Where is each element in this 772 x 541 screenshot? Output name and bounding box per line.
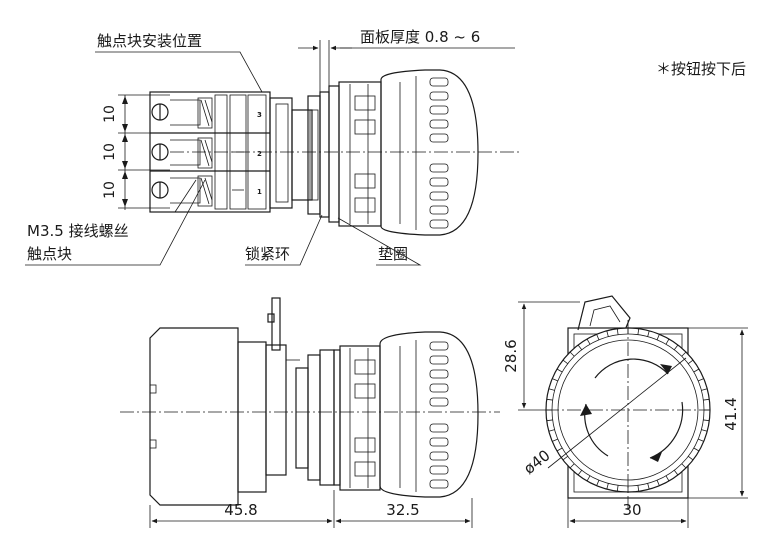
head-tick bbox=[569, 463, 575, 469]
head-tick bbox=[562, 359, 568, 365]
head-tick bbox=[681, 351, 687, 357]
head-tick bbox=[688, 359, 694, 365]
dim-depth-front: 32.5 bbox=[386, 501, 419, 519]
head-tick bbox=[656, 334, 660, 340]
rotate-arrow-icon bbox=[650, 452, 662, 462]
head-tick bbox=[665, 475, 670, 482]
head-tick bbox=[562, 455, 568, 461]
head-tick bbox=[637, 485, 640, 492]
pitch-label-2: 10 bbox=[102, 143, 118, 161]
label-press-note: ＊按钮按下后 bbox=[656, 60, 746, 78]
head-tick bbox=[647, 483, 650, 490]
head-tick bbox=[616, 485, 619, 492]
head-tick bbox=[656, 480, 660, 486]
label-washer: 垫圈 bbox=[378, 245, 408, 263]
head-tick bbox=[586, 475, 591, 482]
head-tick bbox=[552, 438, 558, 442]
head-tick bbox=[606, 483, 609, 490]
head-tick bbox=[548, 429, 555, 432]
head-tick bbox=[596, 480, 600, 486]
dim-width: 30 bbox=[622, 501, 641, 519]
head-tick bbox=[606, 330, 609, 337]
head-tick bbox=[703, 419, 710, 422]
head-tick bbox=[681, 463, 687, 469]
label-lock-ring: 锁紧环 bbox=[245, 245, 290, 263]
head-tick bbox=[577, 470, 583, 476]
pitch-label-1: 10 bbox=[102, 105, 118, 123]
terminal-number-2: 2 bbox=[257, 150, 262, 158]
head-tick bbox=[556, 447, 563, 452]
side-view bbox=[120, 297, 500, 528]
head-tick bbox=[546, 398, 553, 401]
head-tick bbox=[548, 388, 555, 391]
head-tick bbox=[637, 328, 640, 335]
head-tick bbox=[665, 338, 670, 345]
dim-height-total: 41.4 bbox=[722, 397, 740, 430]
front-view bbox=[518, 295, 748, 528]
head-tick bbox=[703, 398, 710, 401]
head-grip-ribs-side bbox=[399, 340, 449, 492]
head-tick bbox=[616, 328, 619, 335]
head-tick bbox=[569, 351, 575, 357]
terminal-number-1: 1 bbox=[257, 188, 262, 196]
head-tick bbox=[701, 429, 708, 432]
dim-diameter: ø40 bbox=[520, 446, 553, 478]
head-tick bbox=[688, 455, 694, 461]
pitch-label-3: 10 bbox=[102, 181, 118, 199]
head-grip-ribs bbox=[399, 76, 449, 230]
dim-height-top: 28.6 bbox=[502, 339, 520, 372]
head-tick bbox=[552, 378, 558, 382]
label-panel-thickness: 面板厚度 0.8 ~ 6 bbox=[360, 28, 480, 46]
head-tick bbox=[693, 368, 700, 373]
head-tick bbox=[647, 330, 650, 337]
head-tick bbox=[693, 447, 700, 452]
head-tick bbox=[701, 388, 708, 391]
label-contact-block: 触点块 bbox=[27, 245, 72, 263]
head-tick bbox=[546, 419, 553, 422]
head-tick bbox=[698, 438, 704, 442]
head-tick bbox=[586, 338, 591, 345]
head-tick bbox=[596, 334, 600, 340]
head-tick bbox=[577, 344, 583, 350]
top-view: 10 10 10 3 2 bbox=[25, 40, 520, 266]
terminal-number-3: 3 bbox=[257, 111, 262, 119]
label-contact-position: 触点块安装位置 bbox=[97, 32, 202, 50]
label-screw-terminal: M3.5 接线螺丝 bbox=[27, 222, 129, 240]
head-tick bbox=[698, 378, 704, 382]
head-tick bbox=[673, 470, 679, 476]
head-tick bbox=[556, 368, 563, 373]
head-tick bbox=[673, 344, 679, 350]
dim-depth-rear: 45.8 bbox=[224, 501, 257, 519]
